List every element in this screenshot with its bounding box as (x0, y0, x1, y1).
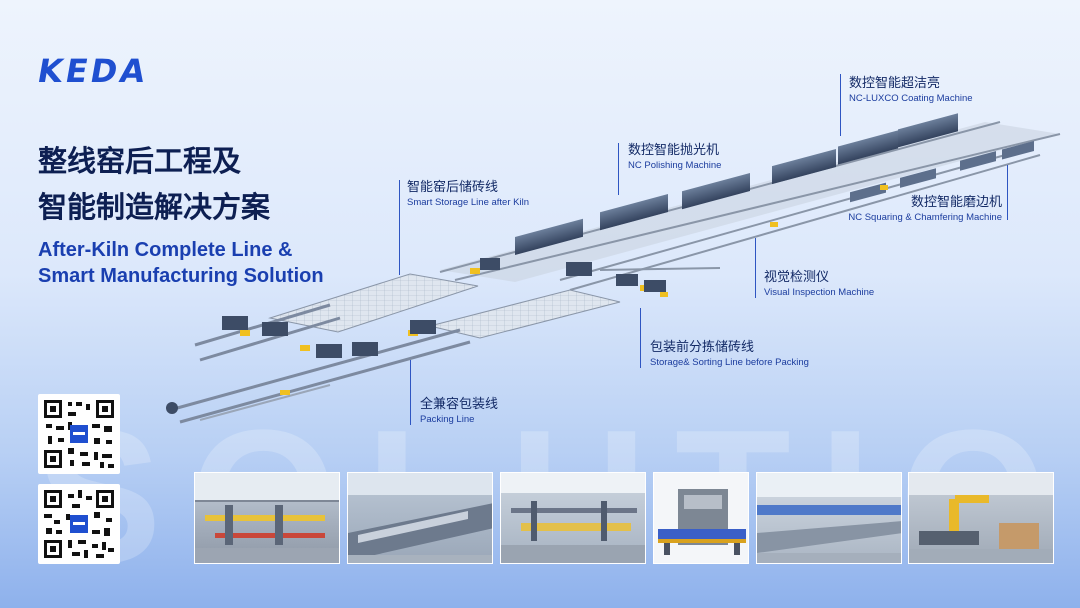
robot-packing-photo-art (909, 473, 1053, 563)
factory-conveyor-photo-art (195, 473, 339, 563)
polishing-machine-photo-art (348, 473, 492, 563)
label-packing-cn: 全兼容包装线 (420, 397, 499, 412)
polishing-machine-photo (347, 472, 493, 564)
qr-code-pattern (44, 490, 114, 558)
label-storage-sorting-en: Storage& Sorting Line before Packing (650, 357, 809, 368)
qr-code[interactable] (38, 484, 120, 564)
label-polishing-en: NC Polishing Machine (628, 160, 722, 171)
callout-line-luxco (840, 74, 841, 136)
label-squaring: 数控智能磨边机 NC Squaring & Chamfering Machine (848, 195, 1002, 225)
long-conveyor-photo (756, 472, 902, 564)
label-packing: 全兼容包装线 Packing Line (420, 397, 498, 427)
label-polishing-cn: 数控智能抛光机 (628, 143, 720, 158)
qr-code-pattern (44, 400, 114, 468)
label-visual: 视觉检测仪 Visual Inspection Machine (764, 270, 874, 300)
callout-line-storage-sorting (640, 308, 641, 368)
label-smart-storage-cn: 智能窑后储砖线 (407, 180, 499, 195)
headline-en-line1: After-Kiln Complete Line & (38, 239, 293, 261)
label-squaring-cn: 数控智能磨边机 (910, 195, 1002, 210)
label-storage-sorting: 包装前分拣储砖线 Storage& Sorting Line before Pa… (650, 340, 809, 370)
storage-line-photo (500, 472, 646, 564)
callout-line-smart-storage (399, 180, 400, 275)
robot-packing-photo (908, 472, 1054, 564)
headline-cn-line2: 智能制造解决方案 (38, 190, 271, 224)
callout-line-squaring (1007, 165, 1008, 220)
squaring-machines (850, 140, 1034, 203)
inspection-machine-photo-art (658, 489, 746, 555)
callout-line-polishing (618, 143, 619, 195)
callout-line-visual (755, 238, 756, 298)
label-packing-en: Packing Line (420, 414, 475, 425)
label-luxco-cn: 数控智能超洁亮 (849, 76, 941, 91)
qr-code[interactable] (38, 394, 120, 474)
label-squaring-en: NC Squaring & Chamfering Machine (848, 212, 1002, 223)
label-visual-en: Visual Inspection Machine (764, 287, 875, 298)
polishing-machines (515, 113, 958, 256)
storage-grids (268, 273, 621, 339)
headline-cn-line1: 整线窑后工程及 (38, 144, 242, 178)
label-polishing: 数控智能抛光机 NC Polishing Machine (628, 143, 721, 173)
label-luxco-en: NC-LUXCO Coating Machine (849, 93, 973, 104)
headline-en-line2: Smart Manufacturing Solution (38, 265, 324, 287)
factory-conveyor-photo (194, 472, 340, 564)
lower-conveyor (559, 147, 1041, 291)
long-conveyor-photo-art (757, 473, 901, 563)
inspection-machine-photo (653, 472, 749, 564)
label-smart-storage-en: Smart Storage Line after Kiln (407, 197, 529, 208)
label-storage-sorting-cn: 包装前分拣储砖线 (650, 340, 755, 355)
callout-line-packing (410, 360, 411, 425)
label-smart-storage: 智能窑后储砖线 Smart Storage Line after Kiln (407, 180, 529, 210)
robot-stations (166, 258, 666, 414)
label-luxco: 数控智能超洁亮 NC-LUXCO Coating Machine (849, 76, 973, 106)
storage-line-photo-art (501, 473, 645, 563)
label-visual-cn: 视觉检测仪 (764, 270, 830, 285)
